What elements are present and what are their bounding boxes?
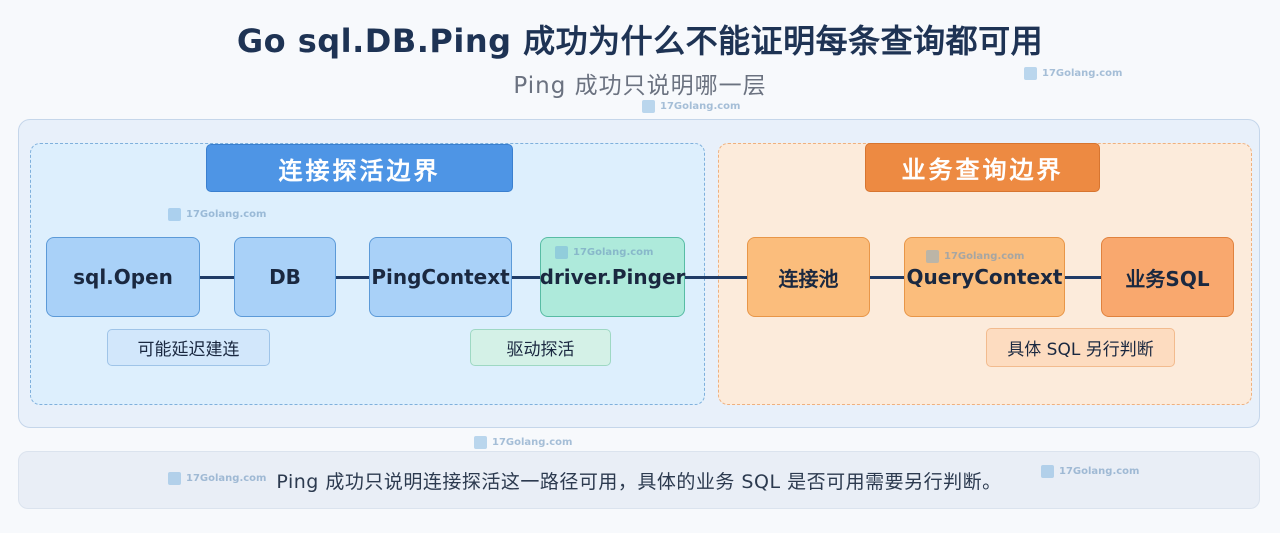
tag-lazy-connect: 可能延迟建连 (107, 329, 270, 366)
node-sql-open: sql.Open (46, 237, 200, 317)
watermark-logo-icon (555, 246, 568, 259)
watermark-text: 17Golang.com (186, 209, 267, 220)
connection-probe-header: 连接探活边界 (206, 144, 513, 192)
link-sqlopen-db (198, 276, 236, 279)
watermark-logo-icon (474, 436, 487, 449)
node-conn-pool: 连接池 (747, 237, 870, 317)
node-business-sql: 业务SQL (1101, 237, 1234, 317)
watermark-logo-icon (642, 100, 655, 113)
watermark-logo-icon (168, 208, 181, 221)
watermark: 17Golang.com (1041, 465, 1139, 478)
node-ping-context: PingContext (369, 237, 512, 317)
link-pool-querycontext (868, 276, 906, 279)
watermark-text: 17Golang.com (660, 101, 741, 112)
watermark-text: 17Golang.com (1059, 466, 1140, 477)
watermark-logo-icon (168, 472, 181, 485)
watermark: 17Golang.com (474, 436, 572, 449)
watermark: 17Golang.com (642, 100, 740, 113)
page-title: Go sql.DB.Ping 成功为什么不能证明每条查询都可用 (236, 22, 1044, 60)
watermark: 17Golang.com (168, 208, 266, 221)
watermark-text: 17Golang.com (944, 251, 1025, 262)
node-query-context: QueryContext (904, 237, 1065, 317)
node-db: DB (234, 237, 336, 317)
watermark: 17Golang.com (555, 246, 653, 259)
watermark-text: 17Golang.com (186, 473, 267, 484)
watermark-logo-icon (926, 250, 939, 263)
watermark-logo-icon (1041, 465, 1054, 478)
footer-note: Ping 成功只说明连接探活这一路径可用，具体的业务 SQL 是否可用需要另行判… (18, 451, 1260, 509)
link-querycontext-sql (1063, 276, 1103, 279)
page-subtitle: Ping 成功只说明哪一层 (513, 73, 767, 99)
tag-sql-judge: 具体 SQL 另行判断 (986, 328, 1175, 367)
watermark: 17Golang.com (926, 250, 1024, 263)
watermark-logo-icon (1024, 67, 1037, 80)
link-pinger-pool (683, 276, 749, 279)
watermark-text: 17Golang.com (492, 437, 573, 448)
watermark: 17Golang.com (168, 472, 266, 485)
watermark-text: 17Golang.com (1042, 68, 1123, 79)
watermark-text: 17Golang.com (573, 247, 654, 258)
watermark: 17Golang.com (1024, 67, 1122, 80)
link-pingcontext-pinger (510, 276, 542, 279)
business-query-header: 业务查询边界 (865, 143, 1100, 192)
tag-driver-probe: 驱动探活 (470, 329, 611, 366)
link-db-pingcontext (334, 276, 371, 279)
node-driver-pinger: driver.Pinger (540, 237, 685, 317)
